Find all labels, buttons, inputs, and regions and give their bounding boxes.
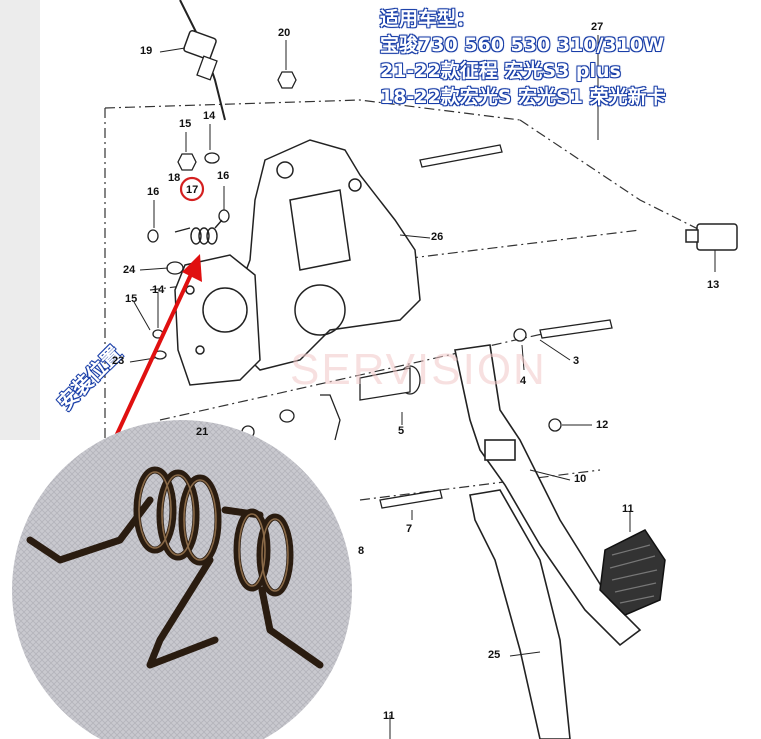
pedal-bracket [234,139,421,371]
small-fasteners [147,71,562,439]
part-label-15a: 15 [179,118,192,130]
part-label-11b: 11 [383,710,395,722]
part-label-14b: 14 [152,284,165,296]
pins [320,144,613,509]
part-label-24: 24 [123,264,136,276]
part-label-20: 20 [278,27,291,39]
applicable-models-title: 适用车型： 宝骏730 560 530 310/310W 21-22款征程 宏光… [380,6,760,110]
part-label-14a: 14 [203,110,216,122]
red-arrow [103,254,202,461]
pedal-pad [599,529,666,616]
part-label-3: 3 [573,355,580,367]
title-line-4: 18-22款宏光S 宏光S1 荣光新卡 [380,86,666,108]
highlight-circle [179,176,205,202]
pedal-arm [454,344,642,739]
sensor-19 [183,29,218,81]
part-label-16a: 16 [147,186,160,198]
part-label-19: 19 [140,45,153,57]
part-label-17: 17 [186,184,199,196]
title-line-3: 21-22款征程 宏光S3 plus [380,60,621,82]
part-label-11a: 11 [622,503,634,515]
spring-photo-inset [12,420,352,739]
part-label-18: 18 [168,172,181,184]
part-label-12: 12 [596,419,609,431]
part-label-4: 4 [520,375,527,387]
brake-switch [685,223,738,251]
part-label-10: 10 [574,473,587,485]
part-label-13: 13 [707,279,720,291]
part-label-16b: 16 [217,170,230,182]
left-background-strip [0,0,40,440]
title-line-1: 适用车型： [380,8,476,30]
part-label-21: 21 [196,426,209,438]
leader-lines [129,35,716,739]
part-label-25: 25 [488,649,501,661]
title-line-2: 宝骏730 560 530 310/310W [380,34,665,56]
part-label-23: 23 [112,355,125,367]
watermark: SERVISION [290,345,547,394]
part-label-26: 26 [431,231,444,243]
part-label-15b: 15 [125,293,138,305]
part-label-8: 8 [358,545,365,557]
part-label-5: 5 [398,425,405,437]
part-label-7: 7 [406,523,413,535]
part-label-27: 27 [591,21,604,33]
spring-17-small [174,219,223,245]
